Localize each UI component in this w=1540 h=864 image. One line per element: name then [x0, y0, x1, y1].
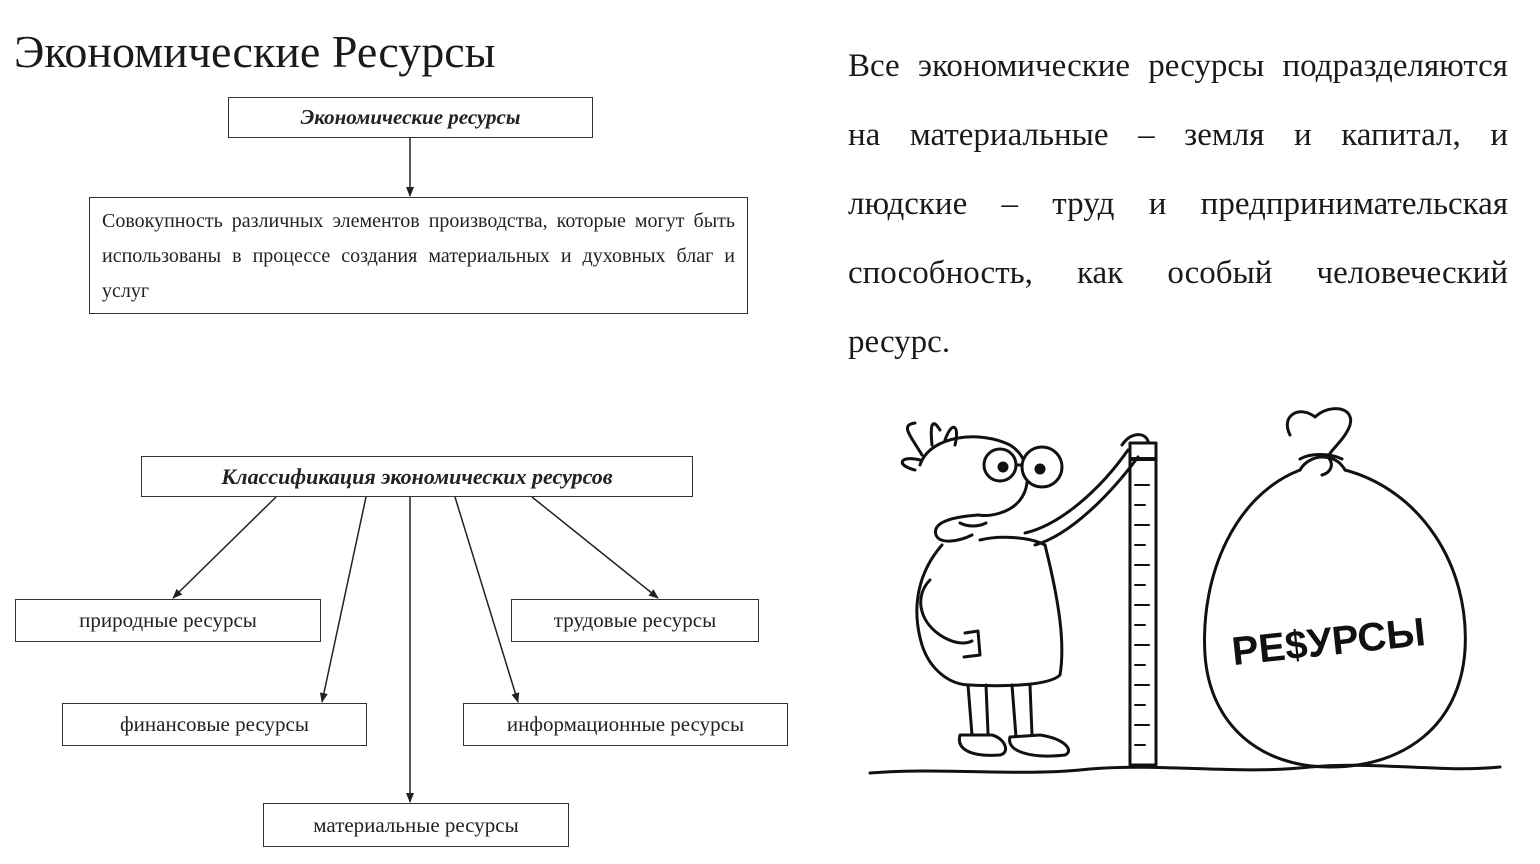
natural-resources-box: природные ресурсы: [15, 599, 321, 642]
resources-sack-icon: [1203, 407, 1467, 769]
ruler-icon: [1128, 441, 1158, 767]
labor-resources-box: трудовые ресурсы: [511, 599, 759, 642]
person-figure-icon: [901, 421, 1150, 758]
ground-line: [868, 763, 1502, 775]
arrow-to-labor: [531, 496, 659, 599]
slide-title: Экономические Ресурсы: [14, 26, 496, 77]
economic-resources-header-box: Экономические ресурсы: [228, 97, 593, 138]
definition-box: Совокупность различных элементов произво…: [89, 197, 748, 314]
cartoon-illustration: РЕ$УРСЫ: [868, 407, 1502, 775]
financial-resources-box: финансовые ресурсы: [62, 703, 367, 746]
information-resources-box: информационные ресурсы: [463, 703, 788, 746]
arrow-to-natural: [172, 496, 277, 599]
material-resources-box: материальные ресурсы: [263, 803, 569, 847]
classification-header-box: Классификация экономических ресурсов: [141, 456, 693, 497]
sack-label: РЕ$УРСЫ: [1230, 610, 1428, 674]
arrow-to-financial: [319, 496, 367, 703]
arrow-to-information: [454, 496, 520, 703]
description-text: Все экономические ресурсы подразделяются…: [848, 48, 1508, 360]
